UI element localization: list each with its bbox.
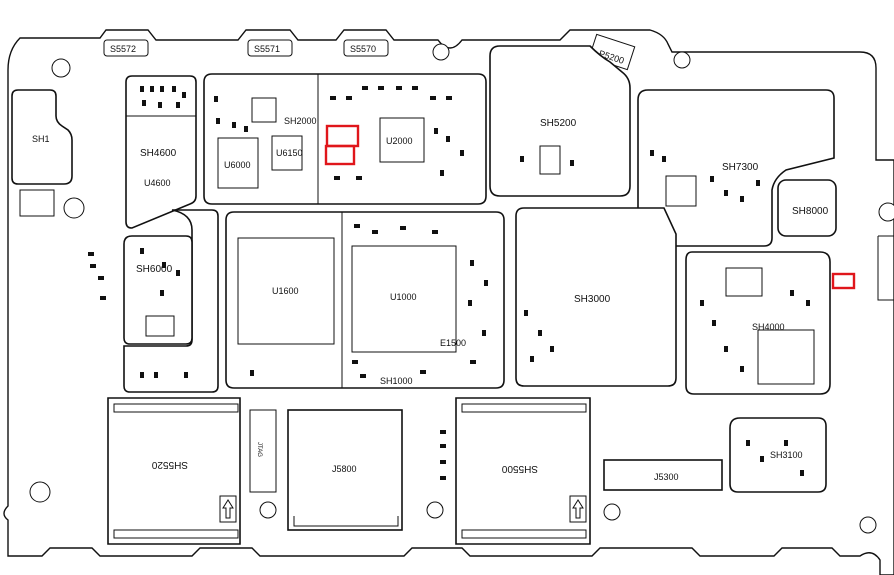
connector-j5800 xyxy=(287,409,403,531)
shield-sh4600 xyxy=(125,75,197,229)
component-pads xyxy=(88,86,810,480)
chip-u1600 xyxy=(237,237,335,345)
sh5500-label: SH5500 xyxy=(501,463,538,474)
mount-hole xyxy=(259,501,277,519)
component-small xyxy=(145,315,175,337)
sh5200-label: SH5200 xyxy=(540,118,577,129)
u1000-label: U1000 xyxy=(390,292,417,302)
switch-s5571: S5571 xyxy=(247,39,293,57)
component-small xyxy=(19,189,55,217)
sh3100-label: SH3100 xyxy=(770,450,803,460)
mount-hole xyxy=(29,481,51,503)
e1500-label: E1500 xyxy=(440,338,466,348)
component-small xyxy=(725,267,763,297)
sh2000-label: SH2000 xyxy=(284,116,317,126)
shield-sh6000-inner xyxy=(123,235,193,345)
mount-hole xyxy=(432,43,450,61)
shield-sh5520 xyxy=(107,397,241,545)
u2000-label: U2000 xyxy=(386,136,413,146)
shield-sh6000 xyxy=(123,209,219,393)
shield-sh8000 xyxy=(777,179,837,237)
shield-sh3000 xyxy=(515,207,677,387)
shield-sh5200 xyxy=(489,45,631,197)
sh4600-label: SH4600 xyxy=(140,148,177,159)
sh3000-label: SH3000 xyxy=(574,294,611,305)
chip-u6000 xyxy=(217,137,259,189)
edge-connector xyxy=(877,235,894,301)
component-small xyxy=(251,97,277,123)
jtag-label: JTAG xyxy=(256,442,262,457)
component-small xyxy=(665,175,697,207)
mount-hole xyxy=(63,197,85,219)
u6150-label: U6150 xyxy=(276,148,303,158)
arrow-box xyxy=(569,495,587,523)
mount-hole xyxy=(603,503,621,521)
j5800-label: J5800 xyxy=(332,464,357,474)
s5570-label: S5570 xyxy=(350,44,376,54)
switch-s5570: S5570 xyxy=(343,39,389,57)
switch-s5572: S5572 xyxy=(103,39,149,57)
mount-hole xyxy=(673,51,691,69)
shield-sh5500 xyxy=(455,397,591,545)
shield-sh7300 xyxy=(637,89,835,247)
sh1-label: SH1 xyxy=(32,134,50,144)
s5572-label: S5572 xyxy=(110,44,136,54)
j5300-label: J5300 xyxy=(654,472,679,482)
component-small xyxy=(539,145,561,175)
highlight-box xyxy=(831,272,856,290)
shield-sh1 xyxy=(11,89,73,185)
chip-u2000 xyxy=(379,117,425,163)
arrow-box xyxy=(219,495,237,523)
highlight-box xyxy=(324,144,356,166)
u1600-label: U1600 xyxy=(272,286,299,296)
mount-hole xyxy=(426,501,444,519)
mount-hole xyxy=(878,202,894,222)
s5571-label: S5571 xyxy=(254,44,280,54)
sh7300-label: SH7300 xyxy=(722,162,759,173)
connector-jtag xyxy=(249,409,277,493)
mount-hole xyxy=(51,58,71,78)
u6000-label: U6000 xyxy=(224,160,251,170)
mount-hole xyxy=(859,516,877,534)
sh4000-label: SH4000 xyxy=(752,322,785,332)
chip-u6150 xyxy=(271,135,303,171)
sh8000-label: SH8000 xyxy=(792,206,829,217)
connector-j5300 xyxy=(603,459,723,491)
sh1000-label: SH1000 xyxy=(380,376,413,386)
sh5520-label: SH5520 xyxy=(151,459,188,470)
chip-u1000 xyxy=(351,245,457,353)
u4600-label: U4600 xyxy=(144,178,171,188)
sh6000-label: SH6000 xyxy=(136,264,173,275)
chip-u4000 xyxy=(757,329,815,385)
